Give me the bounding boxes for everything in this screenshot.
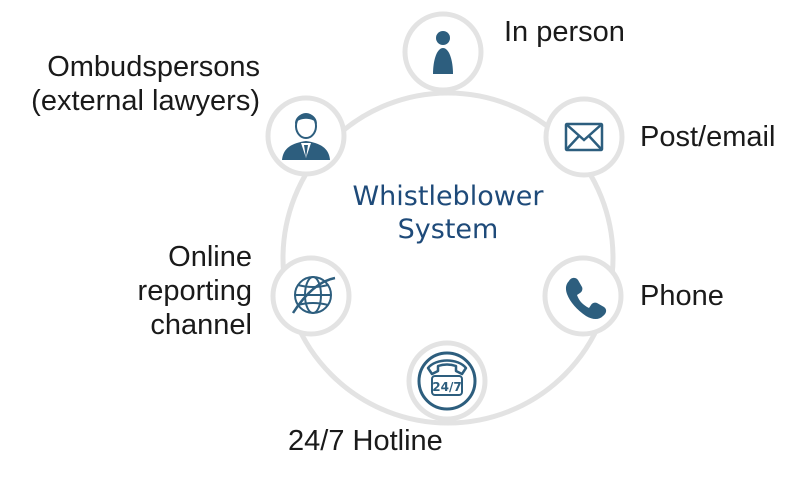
label-in-person-line-1: In person [504,16,625,48]
label-phone-line-1: Phone [640,280,724,312]
label-ombudspersons-line-2: (external lawyers) [31,85,260,117]
hotline-icon-text: 24/7 [432,380,461,394]
label-online-line-1: Online [168,241,252,273]
label-in-person: In person [504,15,625,49]
label-hotline: 24/7 Hotline [288,424,443,458]
center-title-line-1: Whistleblower [352,181,544,212]
channel-ring [280,90,616,426]
label-ombudspersons: Ombudspersons (external lawyers) [4,50,260,118]
label-post-email-line-1: Post/email [640,121,776,153]
phone-icon [565,277,607,319]
node-phone [542,255,624,337]
label-online: Online reporting channel [100,240,252,342]
person-icon [433,31,453,74]
label-online-line-2: reporting [137,275,252,307]
lawyer-avatar-icon [282,113,330,160]
center-title-line-2: System [397,214,499,245]
label-post-email: Post/email [640,120,775,154]
center-title: Whistleblower System [318,180,578,246]
label-ombudspersons-line-1: Ombudspersons [47,51,260,83]
label-online-line-3: channel [150,309,252,341]
label-phone: Phone [640,279,724,313]
node-post-email [543,96,625,178]
label-hotline-line-1: 24/7 Hotline [288,425,443,457]
globe-icon [291,276,336,314]
envelope-icon [564,122,604,152]
hotline-24-7-icon: 24/7 [417,351,477,411]
